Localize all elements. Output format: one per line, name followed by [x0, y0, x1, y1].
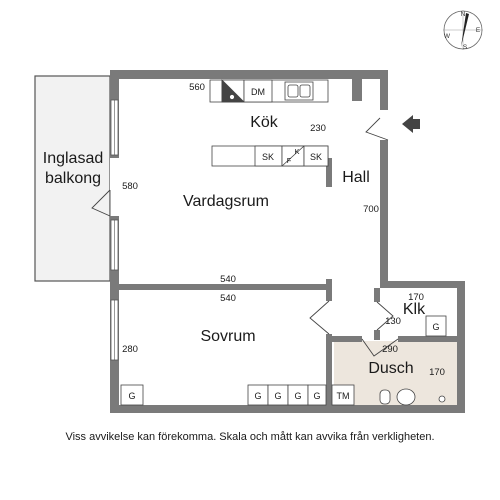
room-kitchen: Kök — [250, 114, 279, 131]
wardrobe-g-3: G — [294, 391, 301, 401]
dim-170-closet: 170 — [408, 292, 424, 303]
compass-east-label: E — [476, 27, 481, 34]
compass-north-label: N — [461, 11, 466, 18]
compass-south-label: S — [463, 44, 468, 51]
entrance-arrow-icon — [402, 115, 420, 133]
closet-door — [376, 301, 394, 331]
entrance-door — [365, 110, 389, 141]
fixture-k: K — [294, 147, 299, 156]
balcony-area — [34, 75, 111, 282]
bathroom-floor — [334, 341, 457, 406]
dim-280: 280 — [122, 344, 138, 355]
dim-290: 290 — [382, 344, 398, 355]
room-bedroom: Sovrum — [200, 328, 255, 345]
dim-230: 230 — [310, 123, 326, 134]
fixture-sk-2: SK — [310, 152, 322, 162]
bathroom-fixtures — [379, 388, 446, 406]
washbasin-icon — [396, 388, 416, 406]
kitchen-island — [211, 145, 329, 167]
closet-g: G — [432, 322, 439, 332]
fixture-dm: DM — [251, 87, 265, 97]
fixture-f: F — [287, 156, 292, 165]
bedroom-wardrobes — [120, 315, 447, 406]
room-hall: Hall — [342, 169, 370, 186]
dim-540-lower: 540 — [220, 293, 236, 304]
compass-rose: N E S W — [443, 10, 483, 51]
wardrobe-g-4: G — [313, 391, 320, 401]
dim-170-shower: 170 — [429, 367, 445, 378]
wardrobe-g-2: G — [274, 391, 281, 401]
room-balcony-line2: balkong — [45, 170, 101, 187]
room-living: Vardagsrum — [183, 193, 269, 210]
wardrobe-g-1: G — [254, 391, 261, 401]
wardrobe-g-left: G — [128, 391, 135, 401]
dim-580: 580 — [122, 181, 138, 192]
balcony-door — [91, 158, 119, 217]
dim-560: 560 — [189, 82, 205, 93]
floor-drain-icon — [438, 395, 446, 403]
fixture-tm: TM — [337, 391, 350, 401]
inner-walls — [119, 158, 463, 406]
dim-700: 700 — [363, 204, 379, 215]
bedroom-door — [309, 300, 330, 335]
bathroom-door — [361, 338, 399, 357]
toilet-icon — [379, 389, 391, 405]
compass-west-label: W — [444, 33, 451, 40]
fixture-sk-1: SK — [262, 152, 274, 162]
dim-540-upper: 540 — [220, 274, 236, 285]
room-closet: Klk — [403, 301, 426, 318]
balcony-windows — [110, 99, 119, 361]
north-arrow-icon — [461, 13, 469, 47]
room-balcony-line1: Inglasad — [43, 150, 104, 167]
room-shower: Dusch — [368, 360, 413, 377]
dim-130: 130 — [385, 316, 401, 327]
disclaimer-footer: Viss avvikelse kan förekomma. Skala och … — [65, 431, 435, 443]
kitchen-counter — [209, 79, 329, 103]
